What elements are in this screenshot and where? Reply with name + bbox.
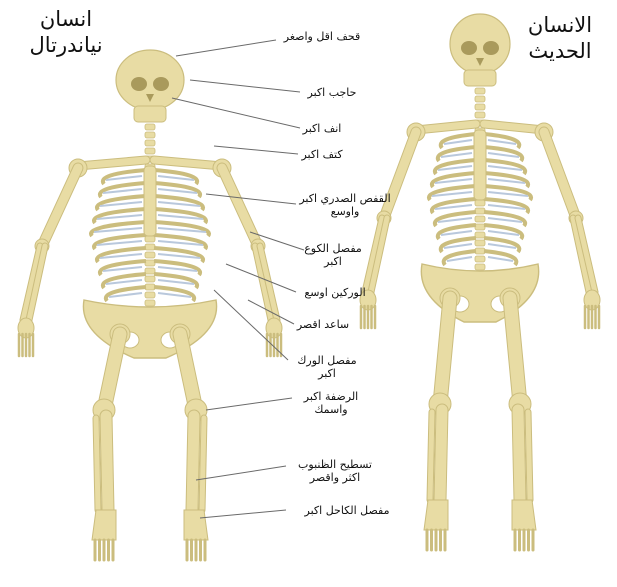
fibula-left <box>96 418 98 510</box>
vertebra <box>475 224 485 230</box>
vertebra <box>145 268 155 274</box>
label-ribcage: القفص الصدري اكبر واوسع <box>290 192 400 218</box>
vertebra <box>475 216 485 222</box>
vertebra <box>475 248 485 254</box>
modern-title-line-2: الحديث <box>508 38 612 64</box>
sternum <box>474 130 486 200</box>
label-hips: الوركين اوسع <box>290 286 380 299</box>
femur-right <box>180 334 196 410</box>
label-shoulder: كتف اكبر <box>292 148 352 161</box>
vertebra <box>475 112 485 118</box>
neanderthal-title-line-1: انسان <box>6 6 126 32</box>
vertebra <box>145 284 155 290</box>
humerus-left <box>42 168 78 246</box>
vertebra <box>475 96 485 102</box>
leader-line-shoulder <box>214 146 298 154</box>
vertebra <box>475 200 485 206</box>
femur-left <box>104 334 120 410</box>
foot-left <box>424 500 448 530</box>
eye-socket-left <box>131 77 147 91</box>
label-kneecap: الرضفة اكبر واسمك <box>288 390 374 416</box>
label-hip-joint: مفصل الورك اكبر <box>282 354 372 380</box>
vertebra <box>145 124 155 130</box>
vertebra <box>475 88 485 94</box>
vertebra <box>145 132 155 138</box>
eye-socket-right <box>153 77 169 91</box>
vertebra <box>145 292 155 298</box>
vertebra <box>475 208 485 214</box>
vertebra <box>145 244 155 250</box>
label-elbow: مفصل الكوع اكبر <box>292 242 374 268</box>
tibia-right <box>518 410 520 500</box>
humerus-right <box>544 132 576 218</box>
neanderthal-title: انسان نياندرتال <box>6 6 126 58</box>
vertebra <box>145 276 155 282</box>
vertebra <box>475 232 485 238</box>
jaw <box>134 106 166 122</box>
foot-right <box>512 500 536 530</box>
fibula-right <box>202 418 204 510</box>
vertebra <box>145 260 155 266</box>
modern-human-skeleton <box>360 14 600 550</box>
foot-right <box>184 510 208 540</box>
jaw <box>464 70 496 86</box>
humerus-right <box>222 168 258 246</box>
leader-line-ribcage <box>206 194 296 204</box>
vertebra <box>145 236 155 242</box>
label-skull: قحف اقل واصغر <box>262 30 382 43</box>
eye-socket-right <box>483 41 499 55</box>
label-brow: حاجب اكبر <box>292 86 372 99</box>
modern-title-line-1: الانسان <box>508 12 612 38</box>
leader-line-skull <box>176 40 276 56</box>
tibia-left <box>106 416 108 510</box>
label-ankle: مفصل الكاحل اكبر <box>282 504 412 517</box>
neanderthal-skeleton <box>18 50 282 560</box>
eye-socket-left <box>461 41 477 55</box>
label-nose: انف اكبر <box>292 122 352 135</box>
leader-line-ankle <box>200 510 286 518</box>
leader-line-tibia <box>196 466 286 480</box>
fibula-right <box>528 412 530 500</box>
leader-line-nose <box>172 98 300 128</box>
pelvis <box>421 264 538 322</box>
label-forearm: ساعد اقصر <box>288 318 358 331</box>
vertebra <box>145 300 155 306</box>
label-tibia: تسطيح الظنبوب اكثر واقصر <box>280 458 390 484</box>
tibia-right <box>192 416 194 510</box>
modern-human-title: الانسان الحديث <box>508 12 612 64</box>
vertebra <box>145 252 155 258</box>
vertebra <box>145 140 155 146</box>
sternum <box>144 166 156 236</box>
vertebra <box>475 256 485 262</box>
vertebra <box>145 148 155 154</box>
neanderthal-title-line-2: نياندرتال <box>6 32 126 58</box>
leader-line-kneecap <box>206 398 292 410</box>
vertebra <box>475 264 485 270</box>
tibia-left <box>440 410 442 500</box>
fibula-left <box>430 412 432 500</box>
leader-line-brow <box>190 80 300 92</box>
pelvis <box>83 300 216 358</box>
vertebra <box>475 240 485 246</box>
vertebra <box>475 104 485 110</box>
foot-left <box>92 510 116 540</box>
